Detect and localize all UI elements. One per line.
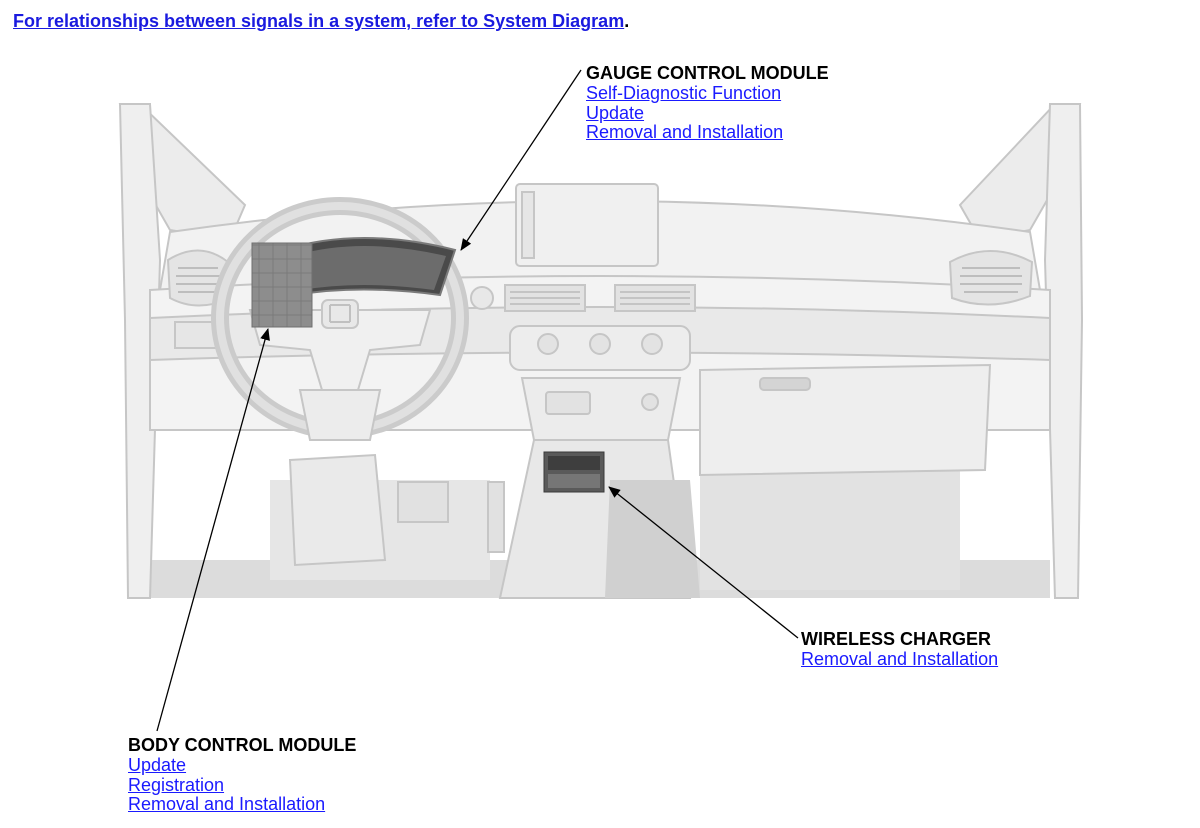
gauge-removal-installation-link[interactable]: Removal and Installation: [586, 122, 784, 143]
body-control-module-title: BODY CONTROL MODULE: [128, 735, 357, 755]
body-control-module-callout: BODY CONTROL MODULE Update Registration …: [128, 735, 357, 815]
bcm-removal-installation-link[interactable]: Removal and Installation: [128, 794, 326, 815]
gauge-leader-line: [460, 69, 582, 251]
bcm-leader-line: [156, 328, 270, 732]
wireless-charger-callout: WIRELESS CHARGER Removal and Installatio…: [801, 629, 999, 670]
wireless-leader-line: [608, 486, 799, 639]
gauge-self-diagnostic-link[interactable]: Self-Diagnostic Function: [586, 82, 782, 103]
wireless-charger-title: WIRELESS CHARGER: [801, 629, 992, 649]
bcm-registration-link[interactable]: Registration: [128, 774, 225, 795]
gauge-control-module-title: GAUGE CONTROL MODULE: [586, 63, 829, 83]
system-diagram-link[interactable]: For relationships between signals in a s…: [13, 11, 625, 31]
wireless-removal-installation-link[interactable]: Removal and Installation: [801, 648, 999, 669]
wireless-charger-highlight: [543, 451, 605, 493]
header-suffix: .: [624, 11, 630, 31]
bcm-update-link[interactable]: Update: [128, 754, 187, 775]
body-control-module-highlight: [251, 242, 313, 328]
gauge-update-link[interactable]: Update: [586, 102, 645, 123]
dashboard-line-art: [118, 103, 1084, 599]
gauge-control-module-callout: GAUGE CONTROL MODULE Self-Diagnostic Fun…: [586, 63, 829, 143]
system-diagram-note: For relationships between signals in a s…: [13, 11, 629, 32]
